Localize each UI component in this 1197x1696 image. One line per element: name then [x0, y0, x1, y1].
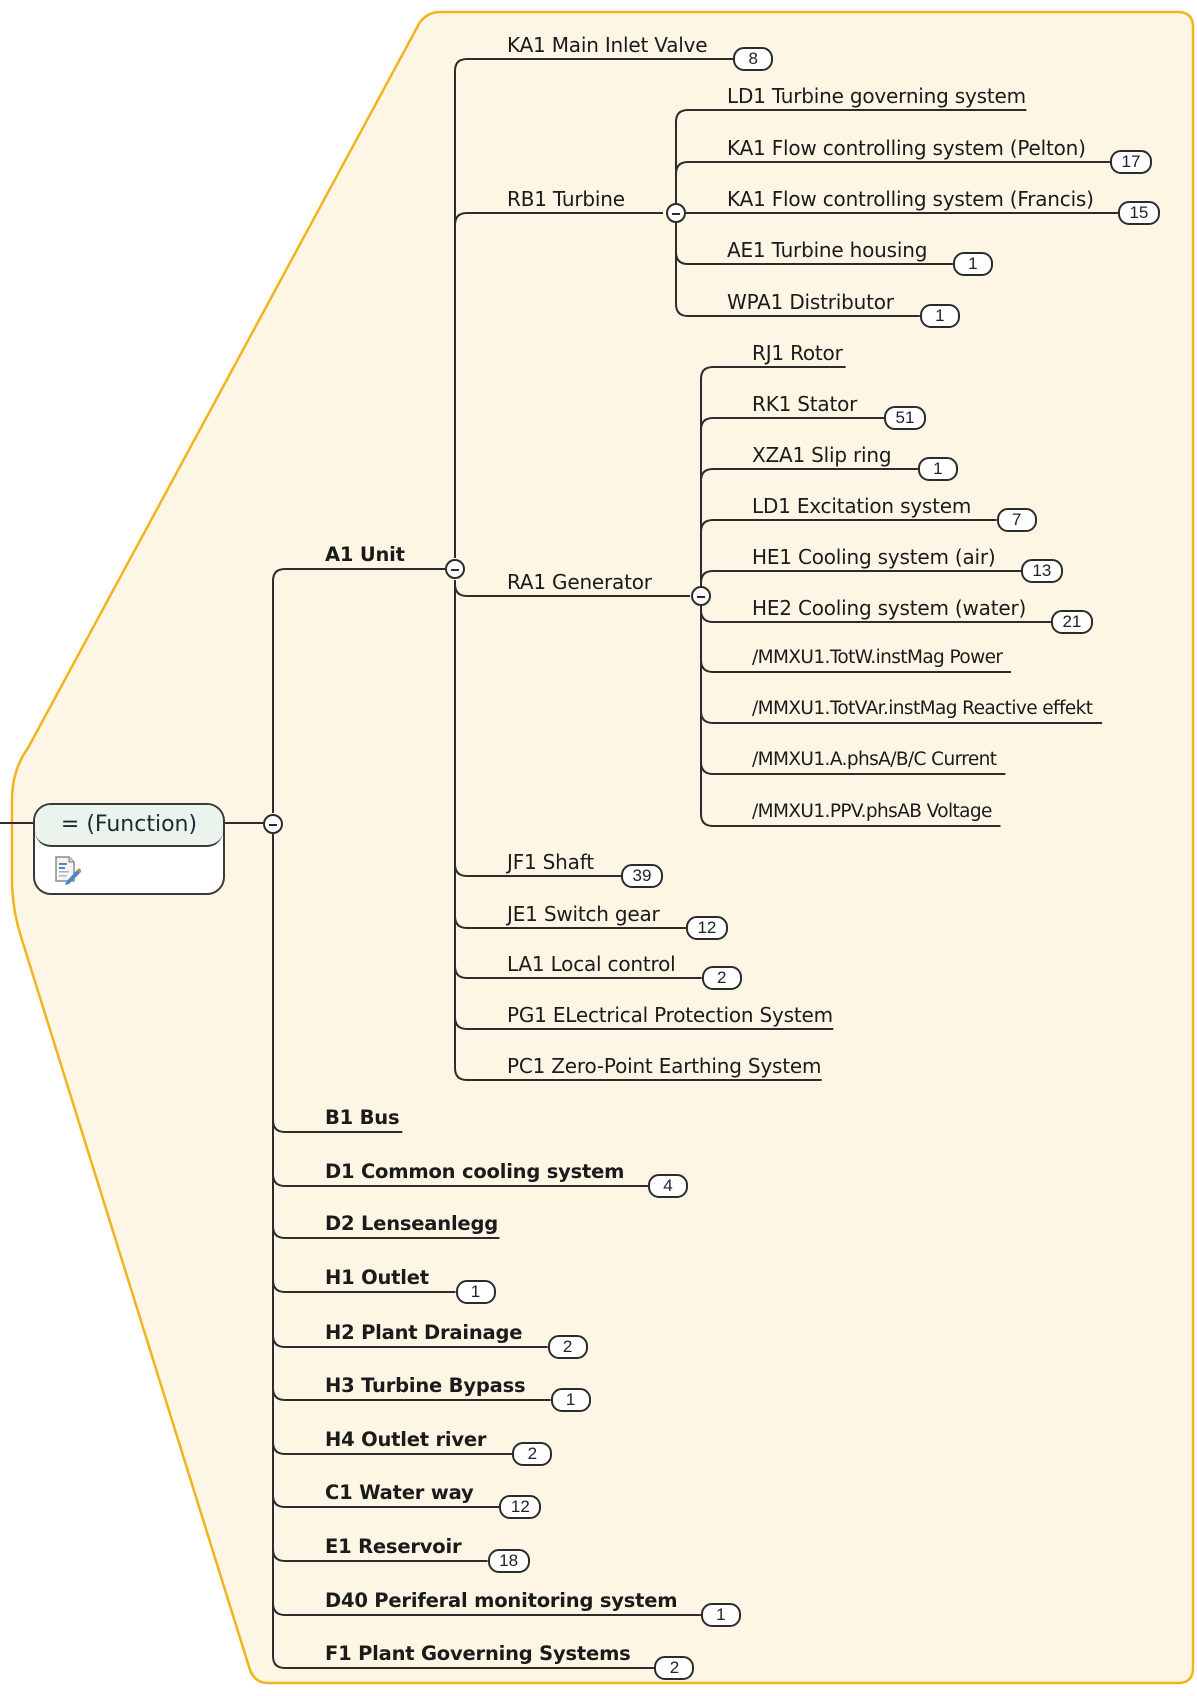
level1-node-h4-label[interactable]: H4 Outlet river: [325, 1428, 487, 1451]
generator-child-4-count-badge[interactable]: 13: [1020, 559, 1063, 583]
turbine-child-2-count-badge[interactable]: 15: [1117, 201, 1160, 225]
turbine-child-1-count-badge[interactable]: 17: [1109, 150, 1152, 174]
turbine-child-3-count-badge[interactable]: 1: [952, 252, 993, 276]
unit-child-pc1-connector: [454, 1067, 507, 1081]
unit-child-la1-count-badge[interactable]: 2: [701, 966, 742, 990]
level1-node-c1-label[interactable]: C1 Water way: [325, 1481, 474, 1504]
unit-child-rb1-label[interactable]: RB1 Turbine: [507, 187, 625, 211]
level1-node-e1-count-badge[interactable]: 18: [487, 1549, 530, 1573]
generator-child-3-label[interactable]: LD1 Excitation system: [752, 494, 972, 518]
unit-child-je1-connector: [454, 915, 507, 929]
level1-node-d40-count-badge[interactable]: 1: [700, 1603, 741, 1627]
unit-child-ka1-connector: [454, 58, 507, 72]
generator-child-1-count-badge[interactable]: 51: [883, 406, 926, 430]
level1-node-c1-count-badge[interactable]: 12: [499, 1495, 542, 1519]
turbine-child-4-label[interactable]: WPA1 Distributor: [727, 290, 894, 314]
root-collapse-toggle[interactable]: [263, 814, 283, 834]
generator-collapse-toggle[interactable]: [691, 586, 711, 606]
level1-node-h3-count-badge[interactable]: 1: [550, 1388, 591, 1412]
level1-node-h3-connector: [272, 1387, 325, 1401]
generator-child-6-connector: [700, 659, 752, 673]
generator-child-0-connector: [700, 366, 752, 380]
unit-child-ra1-label[interactable]: RA1 Generator: [507, 570, 652, 594]
root-node[interactable]: = (Function): [33, 803, 225, 895]
generator-child-2-count-badge[interactable]: 1: [917, 457, 958, 481]
unit-child-je1-count-badge[interactable]: 12: [685, 916, 728, 940]
unit-child-pg1-label[interactable]: PG1 ELectrical Protection System: [507, 1003, 833, 1027]
level1-node-d1-count-badge[interactable]: 4: [647, 1174, 688, 1198]
connector-lines: [0, 58, 1118, 1669]
level1-node-e1-label[interactable]: E1 Reservoir: [325, 1535, 462, 1558]
generator-child-6-label[interactable]: /MMXU1.TotW.instMag Power: [752, 647, 1003, 668]
turbine-child-1-connector: [675, 161, 727, 175]
turbine-child-0-connector: [675, 109, 727, 123]
generator-child-1-label[interactable]: RK1 Stator: [752, 392, 858, 416]
turbine-child-3-connector: [675, 251, 727, 265]
level1-node-h2-label[interactable]: H2 Plant Drainage: [325, 1321, 523, 1344]
level1-node-a1-connector: [272, 568, 325, 582]
generator-child-5-label[interactable]: HE2 Cooling system (water): [752, 596, 1027, 620]
generator-child-5-count-badge[interactable]: 21: [1050, 610, 1093, 634]
level1-node-h1-count-badge[interactable]: 1: [455, 1280, 496, 1304]
generator-child-0-label[interactable]: RJ1 Rotor: [752, 341, 843, 365]
level1-node-h2-count-badge[interactable]: 2: [547, 1335, 588, 1359]
generator-child-5-connector: [700, 609, 752, 623]
generator-child-7-label[interactable]: /MMXU1.TotVAr.instMag Reactive effekt: [752, 698, 1093, 719]
level1-node-d40-label[interactable]: D40 Periferal monitoring system: [325, 1589, 678, 1612]
unit-child-pc1-label[interactable]: PC1 Zero-Point Earthing System: [507, 1054, 822, 1078]
unit-child-ra1-connector: [454, 583, 507, 597]
generator-child-4-connector: [700, 570, 752, 584]
level1-node-h3-label[interactable]: H3 Turbine Bypass: [325, 1374, 526, 1397]
turbine-child-0-label[interactable]: LD1 Turbine governing system: [727, 84, 1026, 108]
level1-node-c1-connector: [272, 1494, 325, 1508]
level1-node-h2-connector: [272, 1334, 325, 1348]
turbine-child-4-connector: [675, 303, 727, 317]
generator-child-3-connector: [700, 519, 752, 533]
unit-child-jf1-label[interactable]: JF1 Shaft: [507, 850, 594, 874]
level1-node-f1-connector: [272, 1655, 325, 1669]
turbine-child-2-label[interactable]: KA1 Flow controlling system (Francis): [727, 187, 1094, 211]
level1-node-f1-count-badge[interactable]: 2: [654, 1656, 695, 1680]
level1-node-h4-count-badge[interactable]: 2: [512, 1442, 553, 1466]
level1-node-e1-connector: [272, 1548, 325, 1562]
generator-child-7-connector: [700, 710, 752, 724]
generator-child-8-connector: [700, 761, 752, 775]
level1-node-d2-connector: [272, 1225, 325, 1239]
generator-child-1-connector: [700, 417, 752, 431]
generator-child-3-count-badge[interactable]: 7: [996, 508, 1037, 532]
root-node-title: = (Function): [35, 805, 223, 847]
level1-node-h4-connector: [272, 1441, 325, 1455]
generator-child-2-label[interactable]: XZA1 Slip ring: [752, 443, 892, 467]
level1-node-f1-label[interactable]: F1 Plant Governing Systems: [325, 1642, 631, 1665]
note-edit-icon[interactable]: [53, 855, 81, 885]
generator-child-4-label[interactable]: HE1 Cooling system (air): [752, 545, 996, 569]
unit-child-ka1-label[interactable]: KA1 Main Inlet Valve: [507, 33, 708, 57]
level1-node-a1-label[interactable]: A1 Unit: [325, 543, 405, 566]
level1-node-h1-connector: [272, 1279, 325, 1293]
generator-child-9-label[interactable]: /MMXU1.PPV.phsAB Voltage: [752, 801, 992, 822]
unit-child-ka1-count-badge[interactable]: 8: [733, 47, 774, 71]
generator-child-9-connector: [700, 813, 752, 827]
unit-child-la1-label[interactable]: LA1 Local control: [507, 952, 676, 976]
level1-node-b1-connector: [272, 1119, 325, 1133]
level1-node-d2-label[interactable]: D2 Lenseanlegg: [325, 1212, 498, 1235]
unit-child-jf1-count-badge[interactable]: 39: [620, 864, 663, 888]
turbine-child-1-label[interactable]: KA1 Flow controlling system (Pelton): [727, 136, 1086, 160]
unit-child-jf1-connector: [454, 863, 507, 877]
unit-child-rb1-connector: [454, 212, 507, 226]
unit-child-je1-label[interactable]: JE1 Switch gear: [507, 902, 660, 926]
generator-child-8-label[interactable]: /MMXU1.A.phsA/B/C Current: [752, 749, 997, 770]
level1-node-h1-label[interactable]: H1 Outlet: [325, 1266, 429, 1289]
level1-node-d40-connector: [272, 1602, 325, 1616]
unit-child-la1-connector: [454, 965, 507, 979]
level1-node-b1-label[interactable]: B1 Bus: [325, 1106, 400, 1129]
generator-child-2-connector: [700, 468, 752, 482]
turbine-collapse-toggle[interactable]: [666, 203, 686, 223]
turbine-child-4-count-badge[interactable]: 1: [919, 304, 960, 328]
level1-node-d1-label[interactable]: D1 Common cooling system: [325, 1160, 625, 1183]
level1-node-d1-connector: [272, 1173, 325, 1187]
unit-child-pg1-connector: [454, 1016, 507, 1030]
unit-collapse-toggle[interactable]: [445, 559, 465, 579]
turbine-child-3-label[interactable]: AE1 Turbine housing: [727, 238, 928, 262]
